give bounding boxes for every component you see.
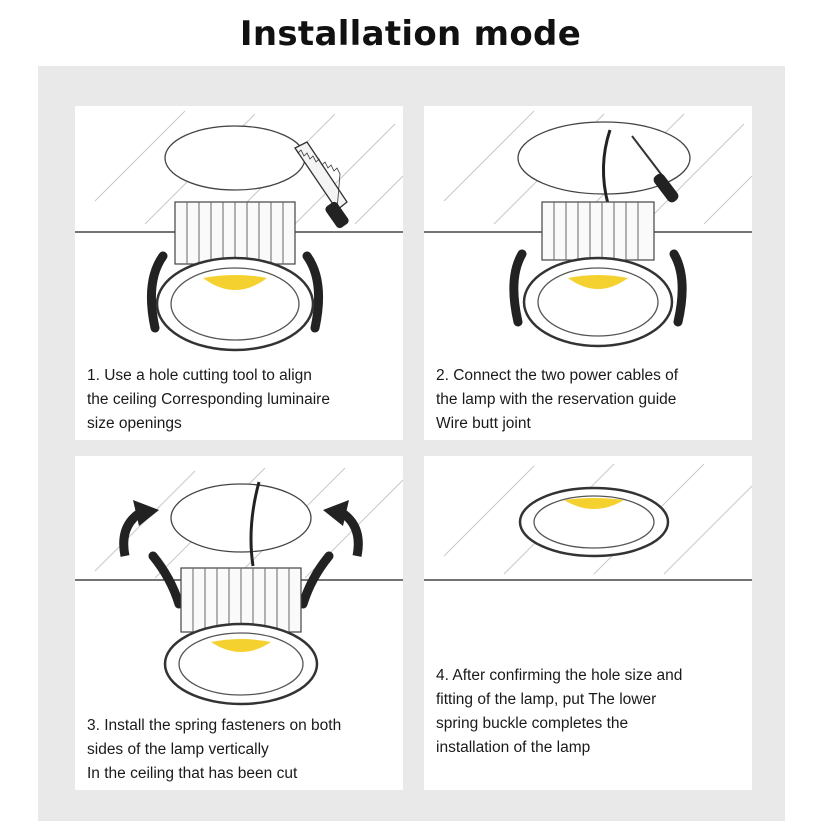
step-3-caption: 3. Install the spring fasteners on both … <box>87 714 399 786</box>
spring-fastener-icon <box>669 249 687 327</box>
caption-line: 2. Connect the two power cables of <box>436 367 679 384</box>
spring-fastener-icon <box>146 251 168 333</box>
spring-fastener-icon <box>298 551 334 609</box>
power-cable-icon <box>249 481 261 567</box>
spring-fastener-icon <box>148 551 184 609</box>
caption-line: 1. Use a hole cutting tool to align <box>87 367 312 384</box>
caption-line: the ceiling Corresponding luminaire <box>87 391 330 408</box>
downlight-lamp-icon <box>146 201 324 352</box>
step-2-caption: 2. Connect the two power cables of the l… <box>436 364 748 436</box>
step-1-panel: 1. Use a hole cutting tool to align the … <box>75 106 403 440</box>
caption-line: the lamp with the reservation guide <box>436 391 677 408</box>
screwdriver-icon <box>631 135 679 203</box>
installed-lamp-icon <box>518 486 670 558</box>
caption-line: fitting of the lamp, put The lower <box>436 691 657 708</box>
caption-line: 3. Install the spring fasteners on both <box>87 717 342 734</box>
ceiling-hole-icon <box>164 125 306 191</box>
page-title: Installation mode <box>239 14 582 54</box>
curved-arrow-icon <box>323 500 363 557</box>
ceiling-hole-icon <box>170 483 312 553</box>
caption-line: size openings <box>87 415 182 432</box>
power-cable-icon <box>601 129 612 205</box>
saw-icon <box>294 141 349 229</box>
step-4-illustration <box>424 463 752 581</box>
step-1-illustration <box>75 110 403 352</box>
caption-line: installation of the lamp <box>436 739 591 756</box>
curved-arrow-icon <box>119 500 159 557</box>
caption-line: spring buckle completes the <box>436 715 629 732</box>
spring-fastener-icon <box>509 249 527 327</box>
downlight-lamp-icon <box>509 201 687 348</box>
spring-fastener-icon <box>302 251 324 333</box>
step-1-caption: 1. Use a hole cutting tool to align the … <box>87 364 399 436</box>
caption-line: 4. After confirming the hole size and <box>436 667 683 684</box>
downlight-lamp-icon <box>163 567 319 706</box>
step-3-panel: 3. Install the spring fasteners on both … <box>75 456 403 790</box>
step-2-illustration <box>424 110 752 348</box>
caption-line: In the ceiling that has been cut <box>87 765 298 782</box>
instruction-frame: 1. Use a hole cutting tool to align the … <box>38 66 785 821</box>
step-4-caption: 4. After confirming the hole size and fi… <box>436 664 748 760</box>
step-2-panel: 2. Connect the two power cables of the l… <box>424 106 752 440</box>
caption-line: sides of the lamp vertically <box>87 741 269 758</box>
step-3-illustration <box>75 467 403 706</box>
step-4-panel: 4. After confirming the hole size and fi… <box>424 456 752 790</box>
caption-line: Wire butt joint <box>436 415 531 432</box>
